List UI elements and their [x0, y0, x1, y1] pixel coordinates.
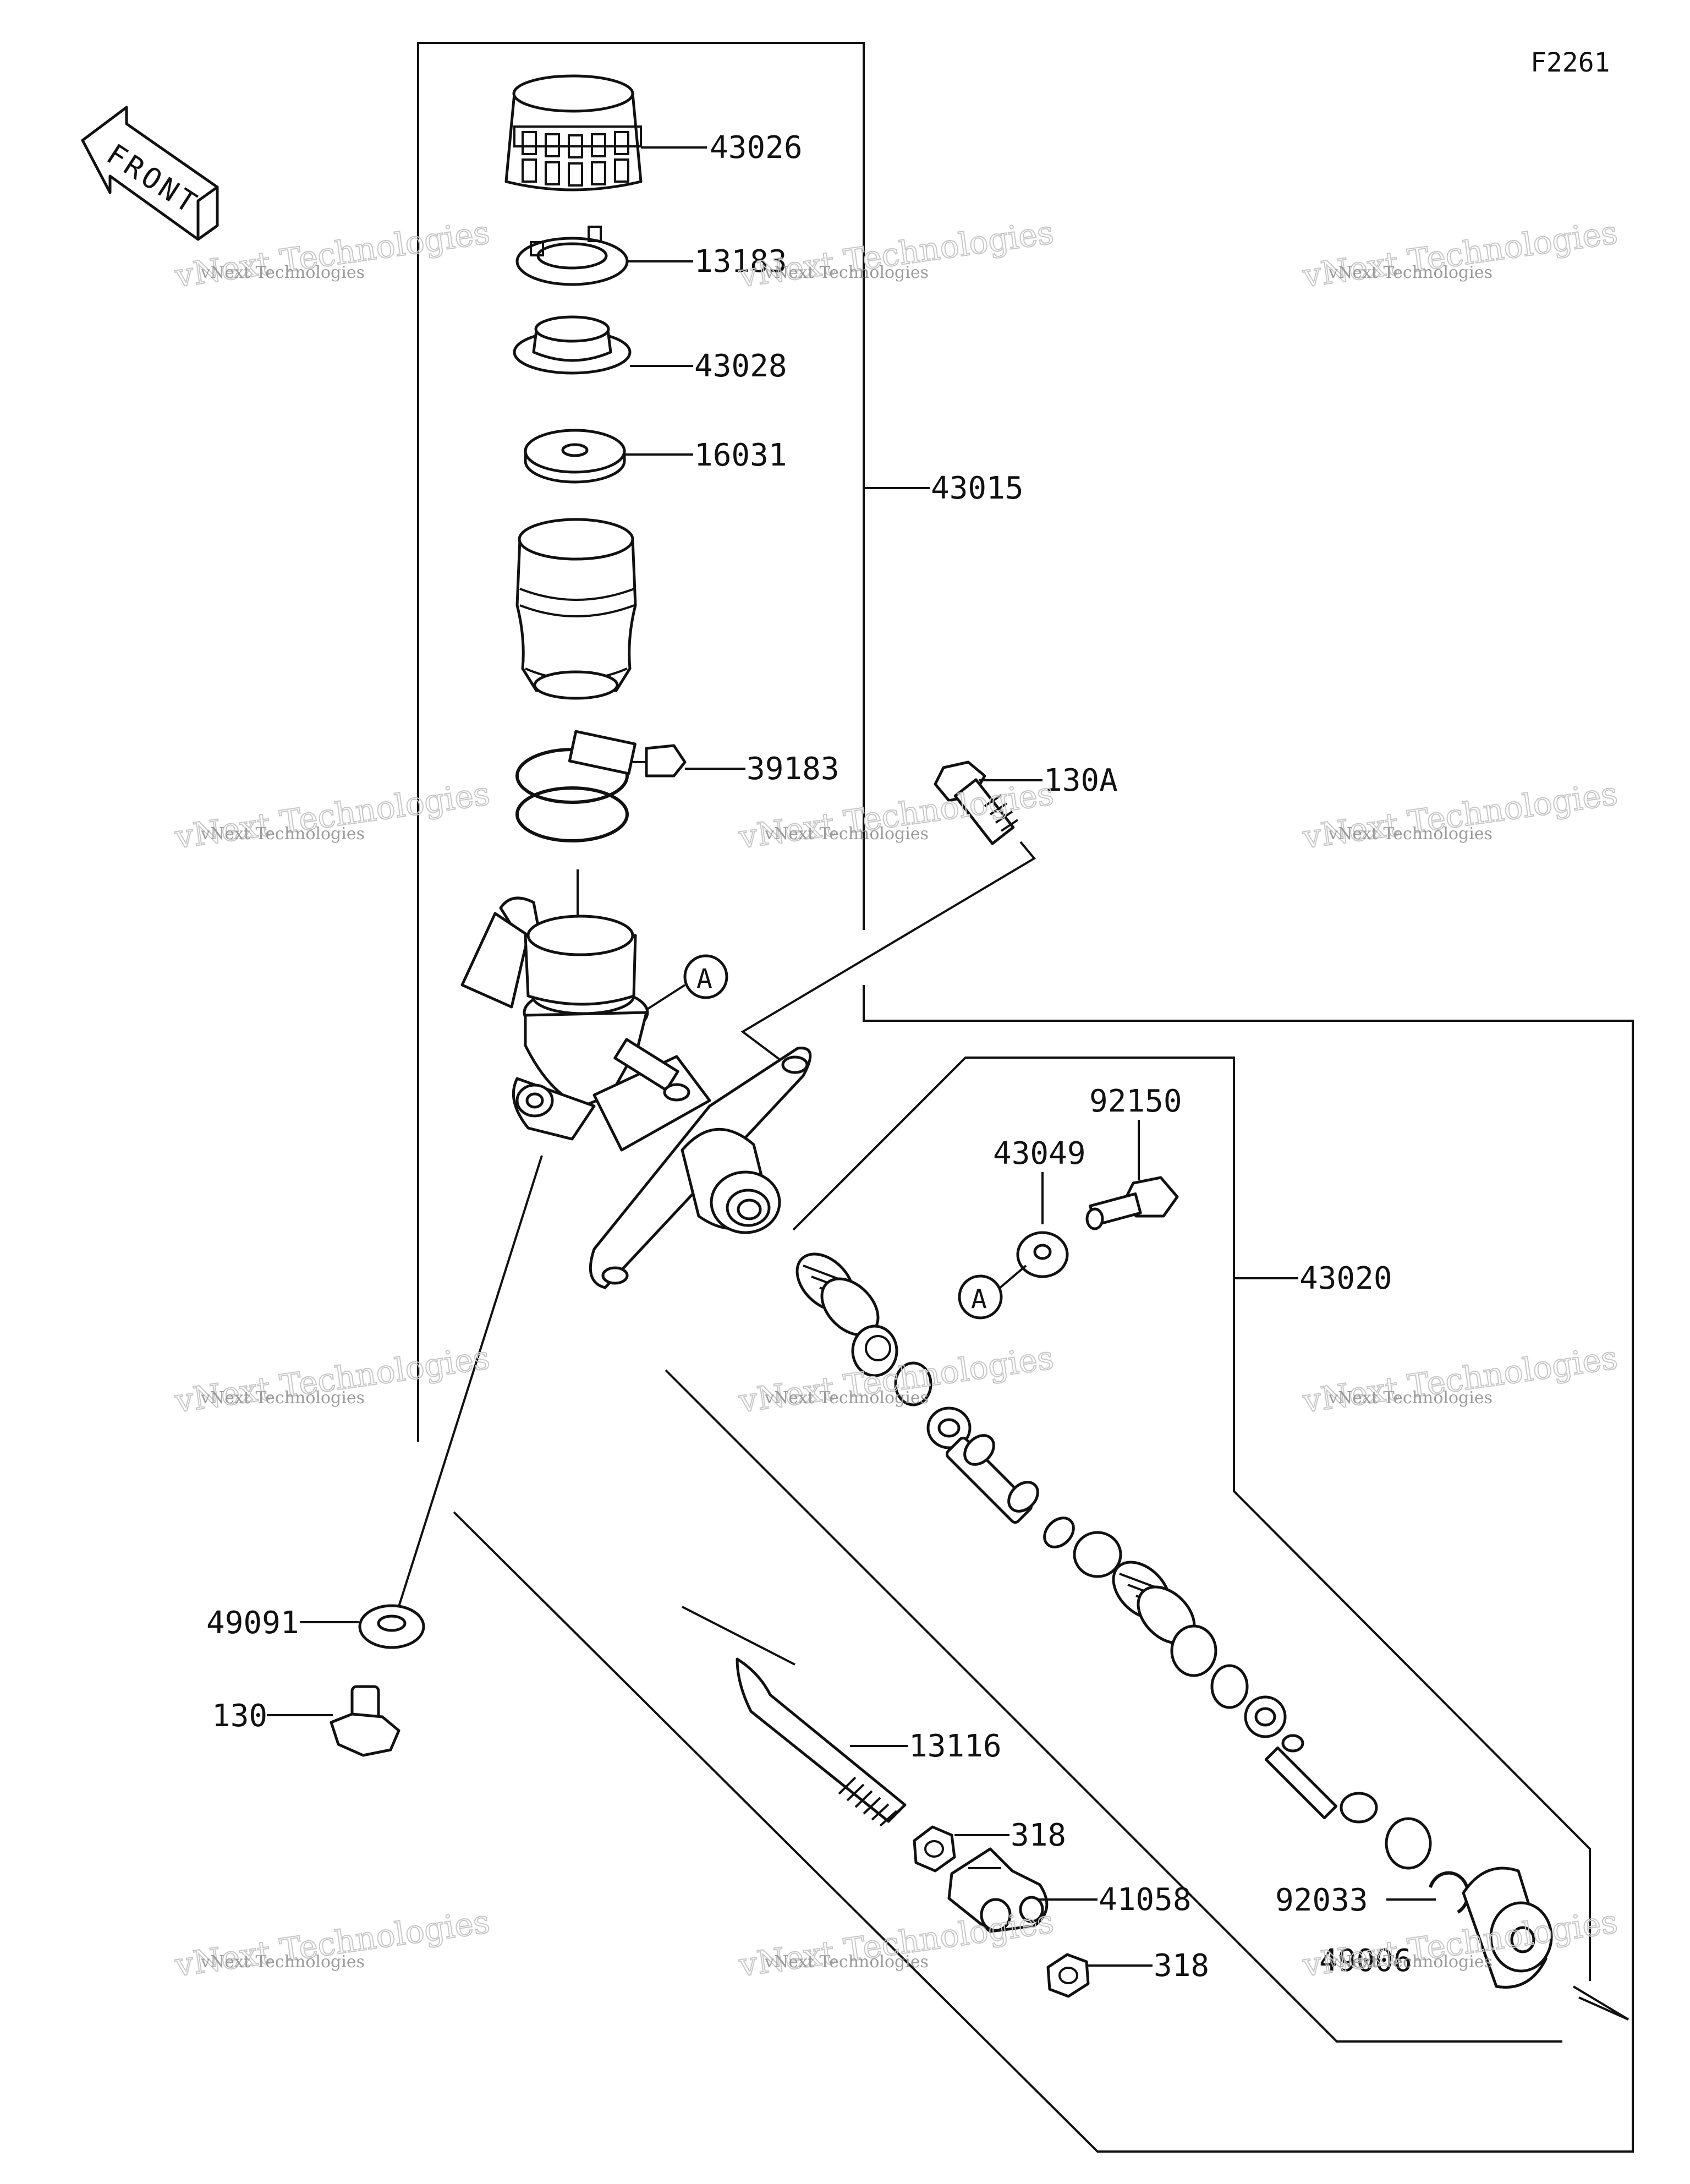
part-nut-318-lower: [1046, 1953, 1090, 1998]
piston-kit: [795, 1252, 1432, 1870]
label-92150: 92150: [1089, 1083, 1182, 1119]
label-43020: 43020: [1299, 1261, 1392, 1296]
group-bracket-43015-lower: [453, 985, 1634, 2153]
group-bracket-43015: [417, 42, 865, 1442]
part-boot: [515, 518, 637, 700]
svg-text:vNext Technologies: vNext Technologies: [764, 1388, 929, 1408]
part-clevis-41058: [947, 1847, 1049, 1933]
part-washer-43049: [1016, 1231, 1069, 1278]
front-arrow-icon: FRONT: [81, 106, 219, 241]
label-16031: 16031: [694, 437, 787, 473]
part-cap-43026: [504, 74, 643, 191]
push-rod: [1264, 1746, 1338, 1820]
svg-text:vNext Technologies: vNext Technologies: [1328, 1952, 1493, 1972]
svg-text:vNext Technologies: vNext Technologies: [172, 1903, 492, 1984]
part-pushrod-13116: [736, 1657, 907, 1827]
label-92033: 92033: [1275, 1882, 1368, 1918]
svg-text:vNext Technologies: vNext Technologies: [736, 775, 1056, 856]
label-43026: 43026: [710, 130, 803, 166]
part-nut-318-upper: [913, 1825, 956, 1873]
svg-text:vNext Technologies: vNext Technologies: [764, 1952, 929, 1972]
label-49091: 49091: [206, 1605, 299, 1641]
part-washer-49091: [358, 1604, 425, 1649]
part-bolt-130A: [934, 760, 1019, 845]
reference-a-top: A: [696, 964, 712, 994]
piston: [945, 1434, 1075, 1548]
watermarks: vNext Technologies vNext Technologies vN…: [172, 213, 1620, 1985]
spring-lower: [1112, 1561, 1196, 1645]
part-washer-16031: [524, 429, 626, 484]
svg-text:vNext Technologies: vNext Technologies: [200, 1952, 365, 1972]
svg-text:vNext Technologies: vNext Technologies: [200, 263, 365, 282]
retainer: [1385, 1817, 1432, 1870]
svg-text:vNext Technologies: vNext Technologies: [736, 1903, 1056, 1984]
figure-code: F2261: [1530, 47, 1610, 78]
direction-arrow: [1572, 1985, 1629, 2021]
secondary-cup: [1073, 1531, 1122, 1578]
spring-upper: [795, 1252, 880, 1337]
seal-lower: [1210, 1664, 1249, 1709]
svg-text:vNext Technologies: vNext Technologies: [764, 263, 929, 282]
label-41058: 41058: [1099, 1882, 1192, 1918]
part-boot-49006: [1462, 1866, 1553, 1989]
label-43015: 43015: [931, 470, 1024, 506]
part-circlip-92033: [1429, 1871, 1470, 1914]
label-43049: 43049: [993, 1136, 1086, 1172]
svg-text:vNext Technologies: vNext Technologies: [1328, 263, 1493, 282]
cup-lower: [1170, 1624, 1217, 1677]
part-plate-13183: [515, 226, 629, 286]
group-bracket-43020-lower: [665, 1369, 1562, 2043]
reference-a-bottom: A: [971, 1284, 987, 1315]
label-13183: 13183: [694, 244, 787, 280]
part-clamp-39183: [515, 730, 687, 842]
svg-text:vNext Technologies: vNext Technologies: [1328, 1388, 1493, 1408]
svg-text:vNext Technologies: vNext Technologies: [1328, 824, 1493, 844]
label-39183: 39183: [747, 751, 839, 787]
label-43028: 43028: [694, 348, 787, 384]
svg-text:vNext Technologies: vNext Technologies: [1300, 1339, 1620, 1420]
reference-circle-a-top: [683, 954, 728, 999]
part-master-cylinder: [460, 869, 812, 1289]
svg-text:vNext Technologies: vNext Technologies: [200, 824, 365, 844]
seal-upper: [894, 1361, 932, 1406]
label-13116: 13116: [909, 1728, 1002, 1764]
reference-circle-a-bottom: [958, 1274, 1003, 1320]
group-bracket-43020: [792, 1057, 1591, 1981]
part-diaphragm-43028: [513, 315, 632, 375]
svg-text:vNext Technologies: vNext Technologies: [736, 214, 1056, 295]
part-bleeder-92150: [1085, 1176, 1179, 1230]
label-318-lower: 318: [1154, 1948, 1209, 1984]
part-bolt-130: [330, 1685, 400, 1757]
svg-text:vNext Technologies: vNext Technologies: [764, 824, 929, 844]
svg-text:vNext Technologies: vNext Technologies: [172, 1339, 492, 1420]
svg-text:vNext Technologies: vNext Technologies: [200, 1388, 365, 1408]
svg-text:vNext Technologies: vNext Technologies: [172, 214, 492, 295]
label-130: 130: [212, 1698, 267, 1734]
svg-text:vNext Technologies: vNext Technologies: [172, 775, 492, 856]
label-318-upper: 318: [1011, 1818, 1066, 1853]
svg-text:vNext Technologies: vNext Technologies: [1300, 214, 1620, 295]
label-130A: 130A: [1044, 763, 1118, 798]
label-49006: 49006: [1319, 1943, 1412, 1979]
svg-text:vNext Technologies: vNext Technologies: [1300, 775, 1620, 856]
